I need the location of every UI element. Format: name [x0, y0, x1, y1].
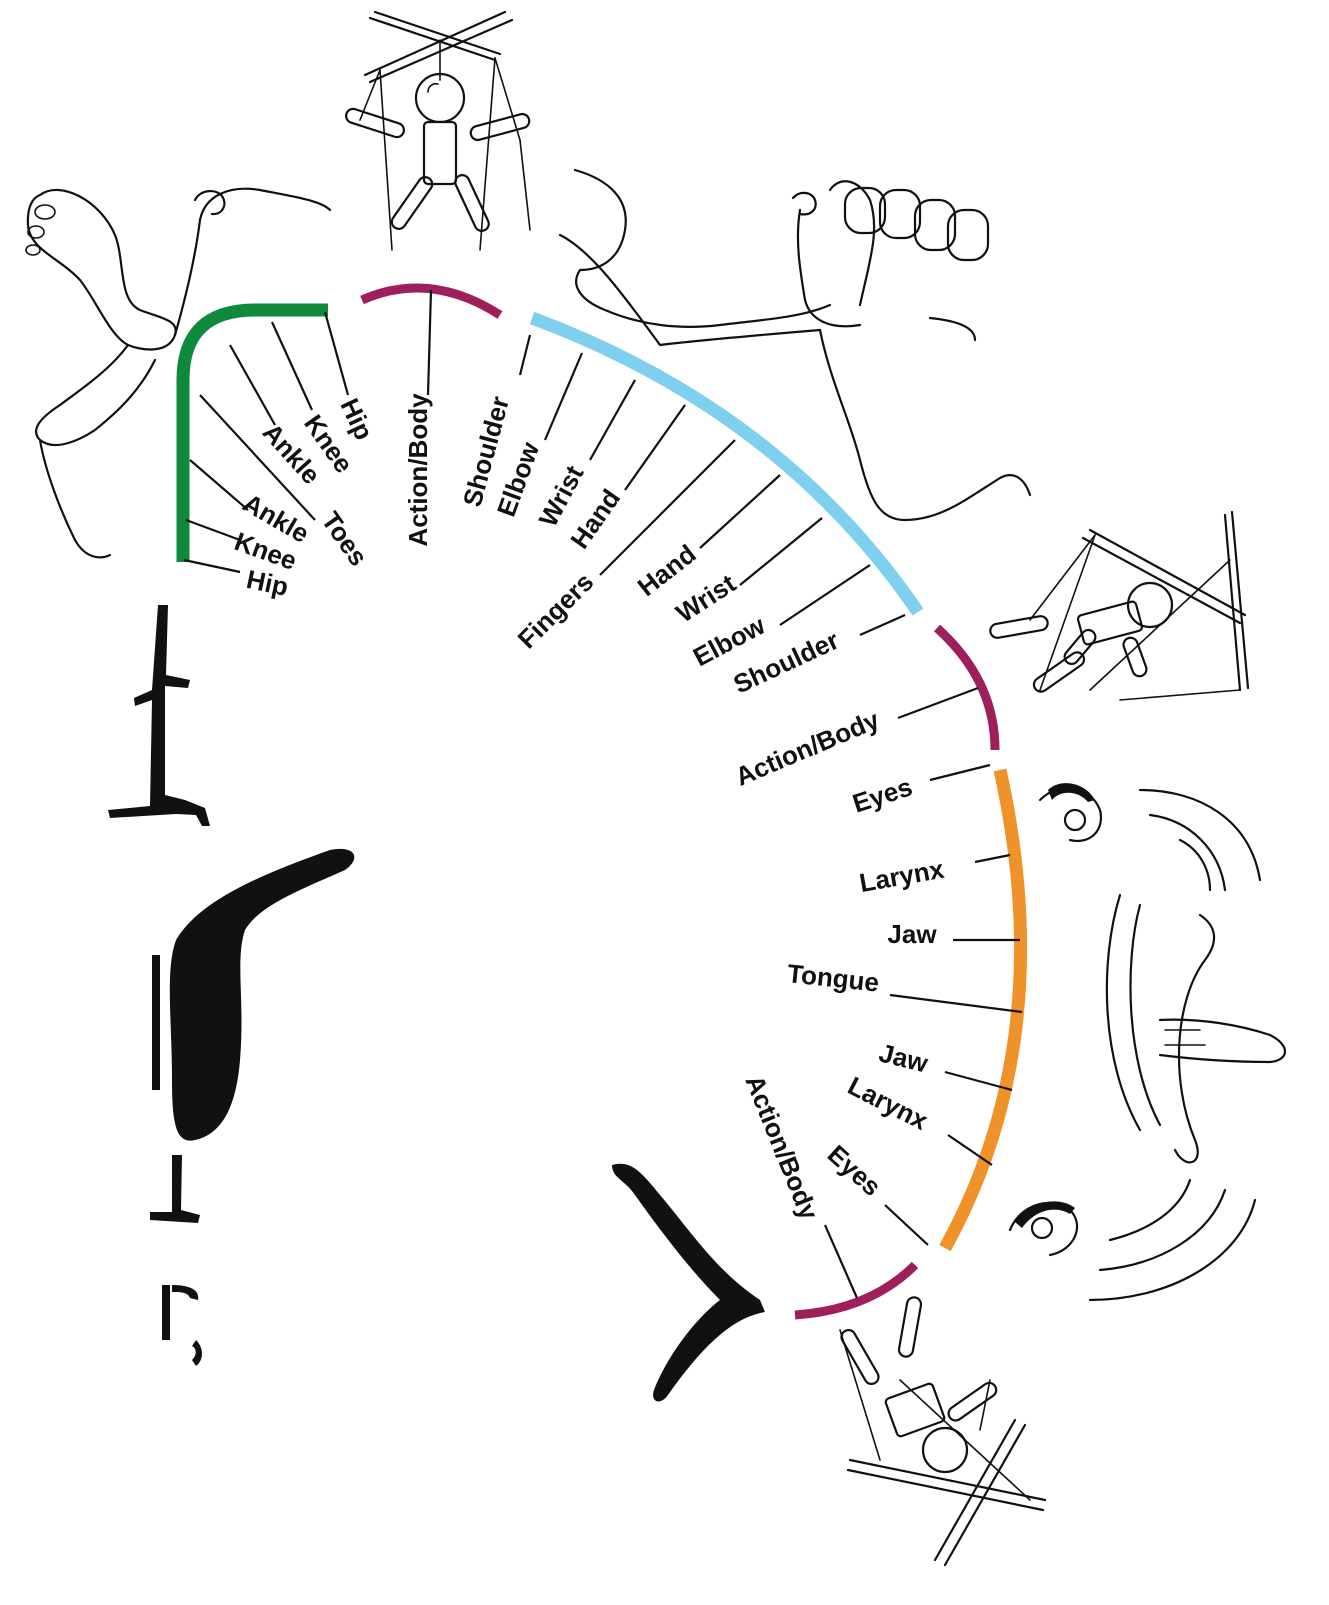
face-label-3: Tongue — [786, 958, 881, 997]
leg-leader-3 — [199, 394, 316, 521]
arm-fist-icon — [558, 168, 1032, 522]
face-label-5: Larynx — [843, 1070, 933, 1136]
tree-sign-icon — [108, 605, 210, 826]
face-label-1: Larynx — [857, 854, 947, 898]
arm-leader-4 — [599, 439, 736, 576]
face-label-4: Jaw — [876, 1037, 932, 1078]
face-arc — [939, 768, 1028, 1252]
face-leader-3 — [889, 993, 1023, 1014]
face-mouth-icon — [1008, 783, 1287, 1302]
arm-label-4: Fingers — [512, 567, 600, 655]
arm-leader-3 — [624, 404, 686, 491]
marionette-top-icon — [345, 10, 531, 251]
action-bottom-arc — [794, 1261, 919, 1320]
face-leader-4 — [944, 1070, 1013, 1092]
arm-leader-8 — [859, 613, 906, 637]
leg-leader-5 — [185, 518, 241, 542]
arch-sign-icon — [612, 1163, 765, 1402]
face-leader-6 — [884, 1204, 929, 1246]
face-leader-0 — [929, 763, 991, 782]
leg-foot-icon — [25, 187, 332, 559]
label-leaders — [183, 289, 1023, 1299]
action-top-arc — [360, 283, 503, 319]
face-label-6: Eyes — [822, 1139, 887, 1202]
brush-stroke-icon — [150, 848, 355, 1366]
leg-leader-0 — [323, 311, 350, 396]
marionette-bottom-icon — [839, 1296, 1047, 1567]
leg-leader-1 — [270, 321, 314, 411]
arm-leader-0 — [518, 334, 532, 376]
action-mid-arc — [933, 624, 1000, 751]
legs-arc — [176, 303, 328, 562]
face-leader-1 — [974, 853, 1011, 864]
face-label-2: Jaw — [887, 919, 937, 949]
arm-leader-5 — [699, 474, 781, 549]
action-bottom-leader — [823, 1224, 859, 1299]
face-leader-5 — [947, 1134, 993, 1166]
cortical-arcs — [176, 283, 1028, 1320]
leg-label-3: Toes — [316, 506, 374, 571]
face-label-0: Eyes — [849, 771, 916, 818]
arm-leader-1 — [543, 352, 584, 441]
action-bottom-label: Action/Body — [739, 1071, 824, 1225]
arm-leader-6 — [739, 517, 823, 586]
action-top-label: Action/Body — [403, 393, 433, 547]
arm-leader-7 — [779, 564, 871, 626]
leg-leader-6 — [183, 558, 241, 574]
leg-leader-4 — [189, 459, 249, 511]
arm-leader-2 — [589, 379, 636, 461]
marionette-right-icon — [989, 510, 1250, 701]
action-mid-label: Action/Body — [731, 704, 884, 792]
arm-arc — [529, 311, 924, 616]
action-top-leader — [426, 289, 433, 396]
action-mid-leader — [897, 686, 979, 720]
leg-leader-2 — [229, 344, 276, 426]
